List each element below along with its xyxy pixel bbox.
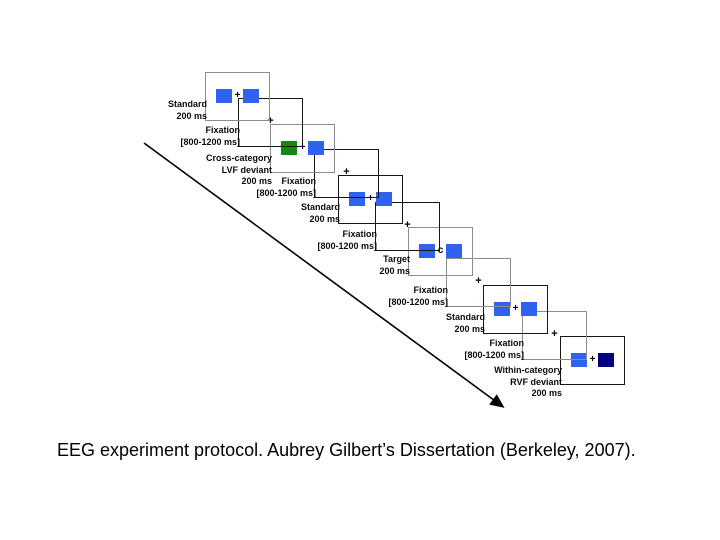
frame-label-line: [800-1200 ms] <box>388 296 448 307</box>
stimulus-separator: + <box>299 142 306 153</box>
frame-label-4: Fixation[800-1200 ms] <box>196 176 316 199</box>
fixation-cross: + <box>343 166 350 178</box>
frame-label-line: RVF deviant <box>510 376 562 387</box>
left-stimulus-square <box>494 302 510 316</box>
stimulus-row: c <box>409 244 472 258</box>
fixation-cross: + <box>551 328 558 340</box>
left-stimulus-square <box>349 192 365 206</box>
protocol-frame-10: + <box>522 311 587 360</box>
frame-label-line: LVF deviant <box>221 164 272 175</box>
frame-label-6: Fixation[800-1200 ms] <box>257 229 377 252</box>
protocol-frame-8: + <box>446 258 511 307</box>
left-stimulus-square <box>571 353 587 367</box>
frame-label-line: [800-1200 ms] <box>180 136 240 147</box>
left-stimulus-square <box>419 244 435 258</box>
stimulus-separator: + <box>589 354 596 365</box>
frame-label-line: 200 ms <box>241 176 272 186</box>
protocol-frame-2: + <box>238 98 303 147</box>
stimulus-row: + <box>561 353 624 367</box>
frame-label-line: 200 ms <box>454 323 485 334</box>
frame-label-line: Within-category <box>494 365 562 375</box>
caption: EEG experiment protocol. Aubrey Gilbert’… <box>57 440 636 460</box>
frame-label-line: Fixation <box>205 125 240 135</box>
fixation-cross: + <box>475 275 482 287</box>
left-stimulus-square <box>216 89 232 103</box>
stimulus-separator: + <box>234 90 241 101</box>
protocol-frame-7: c <box>408 227 473 276</box>
protocol-frame-11: + <box>560 336 625 385</box>
stimulus-separator: c <box>437 245 444 256</box>
frame-label-line: Standard <box>300 202 340 212</box>
frame-label-line: 200 ms <box>531 388 562 398</box>
stimulus-row: + <box>339 192 402 206</box>
stimulus-row: + <box>206 89 269 103</box>
frame-label-10: Fixation[800-1200 ms] <box>404 338 524 361</box>
frame-label-2: Fixation[800-1200 ms] <box>120 125 240 148</box>
frame-label-line: Fixation <box>342 229 377 239</box>
frame-label-line: [800-1200 ms] <box>317 240 377 251</box>
right-stimulus-square <box>598 353 614 367</box>
frame-label-line: Fixation <box>489 338 524 348</box>
frame-label-line: Standard <box>167 99 207 109</box>
stimulus-separator: + <box>512 303 519 314</box>
protocol-frame-9: + <box>483 285 548 334</box>
protocol-frame-6: + <box>375 202 440 251</box>
right-stimulus-square <box>376 192 392 206</box>
protocol-frame-4: + <box>314 149 379 198</box>
frame-label-line: Fixation <box>413 285 448 295</box>
frame-label-line: Fixation <box>281 176 316 186</box>
right-stimulus-square <box>243 89 259 103</box>
frame-label-line: Target <box>383 254 410 264</box>
protocol-frame-5: + <box>338 175 403 224</box>
right-stimulus-square <box>446 244 462 258</box>
fixation-cross: + <box>404 219 411 231</box>
frame-label-line: 200 ms <box>379 265 410 276</box>
left-stimulus-square <box>281 141 297 155</box>
frame-label-line: Cross-category <box>205 153 272 163</box>
right-stimulus-square <box>308 141 324 155</box>
frame-label-8: Fixation[800-1200 ms] <box>328 285 448 308</box>
stimulus-row: + <box>271 141 334 155</box>
protocol-frame-1: + <box>205 72 270 121</box>
protocol-frame-3: + <box>270 124 335 173</box>
right-stimulus-square <box>521 302 537 316</box>
frame-label-line: [800-1200 ms] <box>464 349 524 360</box>
stimulus-row: + <box>484 302 547 316</box>
stimulus-separator: + <box>367 193 374 204</box>
frame-label-line: 200 ms <box>309 213 340 224</box>
frame-label-line: 200 ms <box>176 110 207 121</box>
fixation-cross: + <box>267 115 274 127</box>
frame-label-line: Standard <box>445 312 485 322</box>
frame-label-line: [800-1200 ms] <box>256 187 316 198</box>
